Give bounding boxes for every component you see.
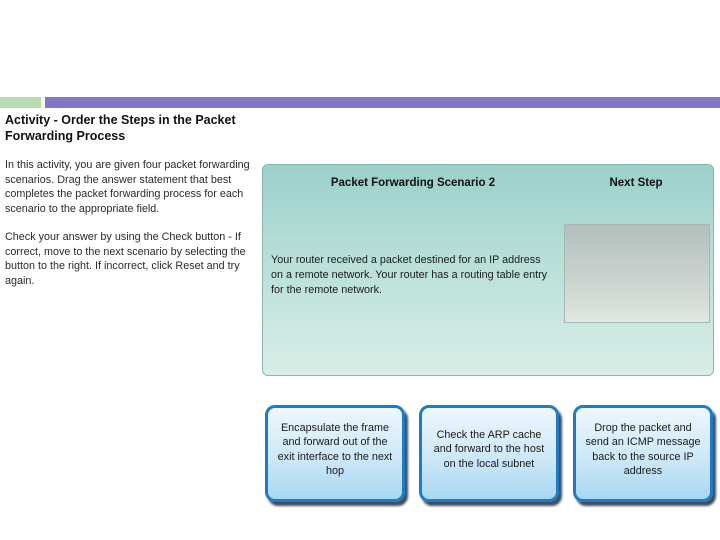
instructions-column: Activity - Order the Steps in the Packet… [5,112,257,288]
scenario-panel: Packet Forwarding Scenario 2 Next Step Y… [262,164,714,376]
header-accent-green-bar [0,97,41,108]
answer-card-label: Check the ARP cache and forward to the h… [433,428,545,470]
answer-card-check-arp-cache[interactable]: Check the ARP cache and forward to the h… [419,405,559,502]
answer-card-encapsulate-frame[interactable]: Encapsulate the frame and forward out of… [265,405,405,502]
header-purple-bar [45,97,720,108]
activity-title-line-1: Activity - Order the Steps in the Packet [5,113,236,127]
activity-title: Activity - Order the Steps in the Packet… [5,112,257,144]
activity-title-line-2: Forwarding Process [5,129,126,143]
scenario-description: Your router received a packet destined f… [271,254,548,296]
next-step-header: Next Step [609,177,663,189]
answer-card-label: Drop the packet and send an ICMP message… [585,421,701,478]
answer-card-drop-packet[interactable]: Drop the packet and send an ICMP message… [573,405,713,502]
next-step-drop-field[interactable] [564,224,710,323]
scenario-header: Packet Forwarding Scenario 2 [330,177,496,189]
answer-card-label: Encapsulate the frame and forward out of… [277,421,393,478]
instructions-paragraph-1: In this activity, you are given four pac… [5,159,250,215]
instructions-paragraph-2: Check your answer by using the Check but… [5,231,246,287]
